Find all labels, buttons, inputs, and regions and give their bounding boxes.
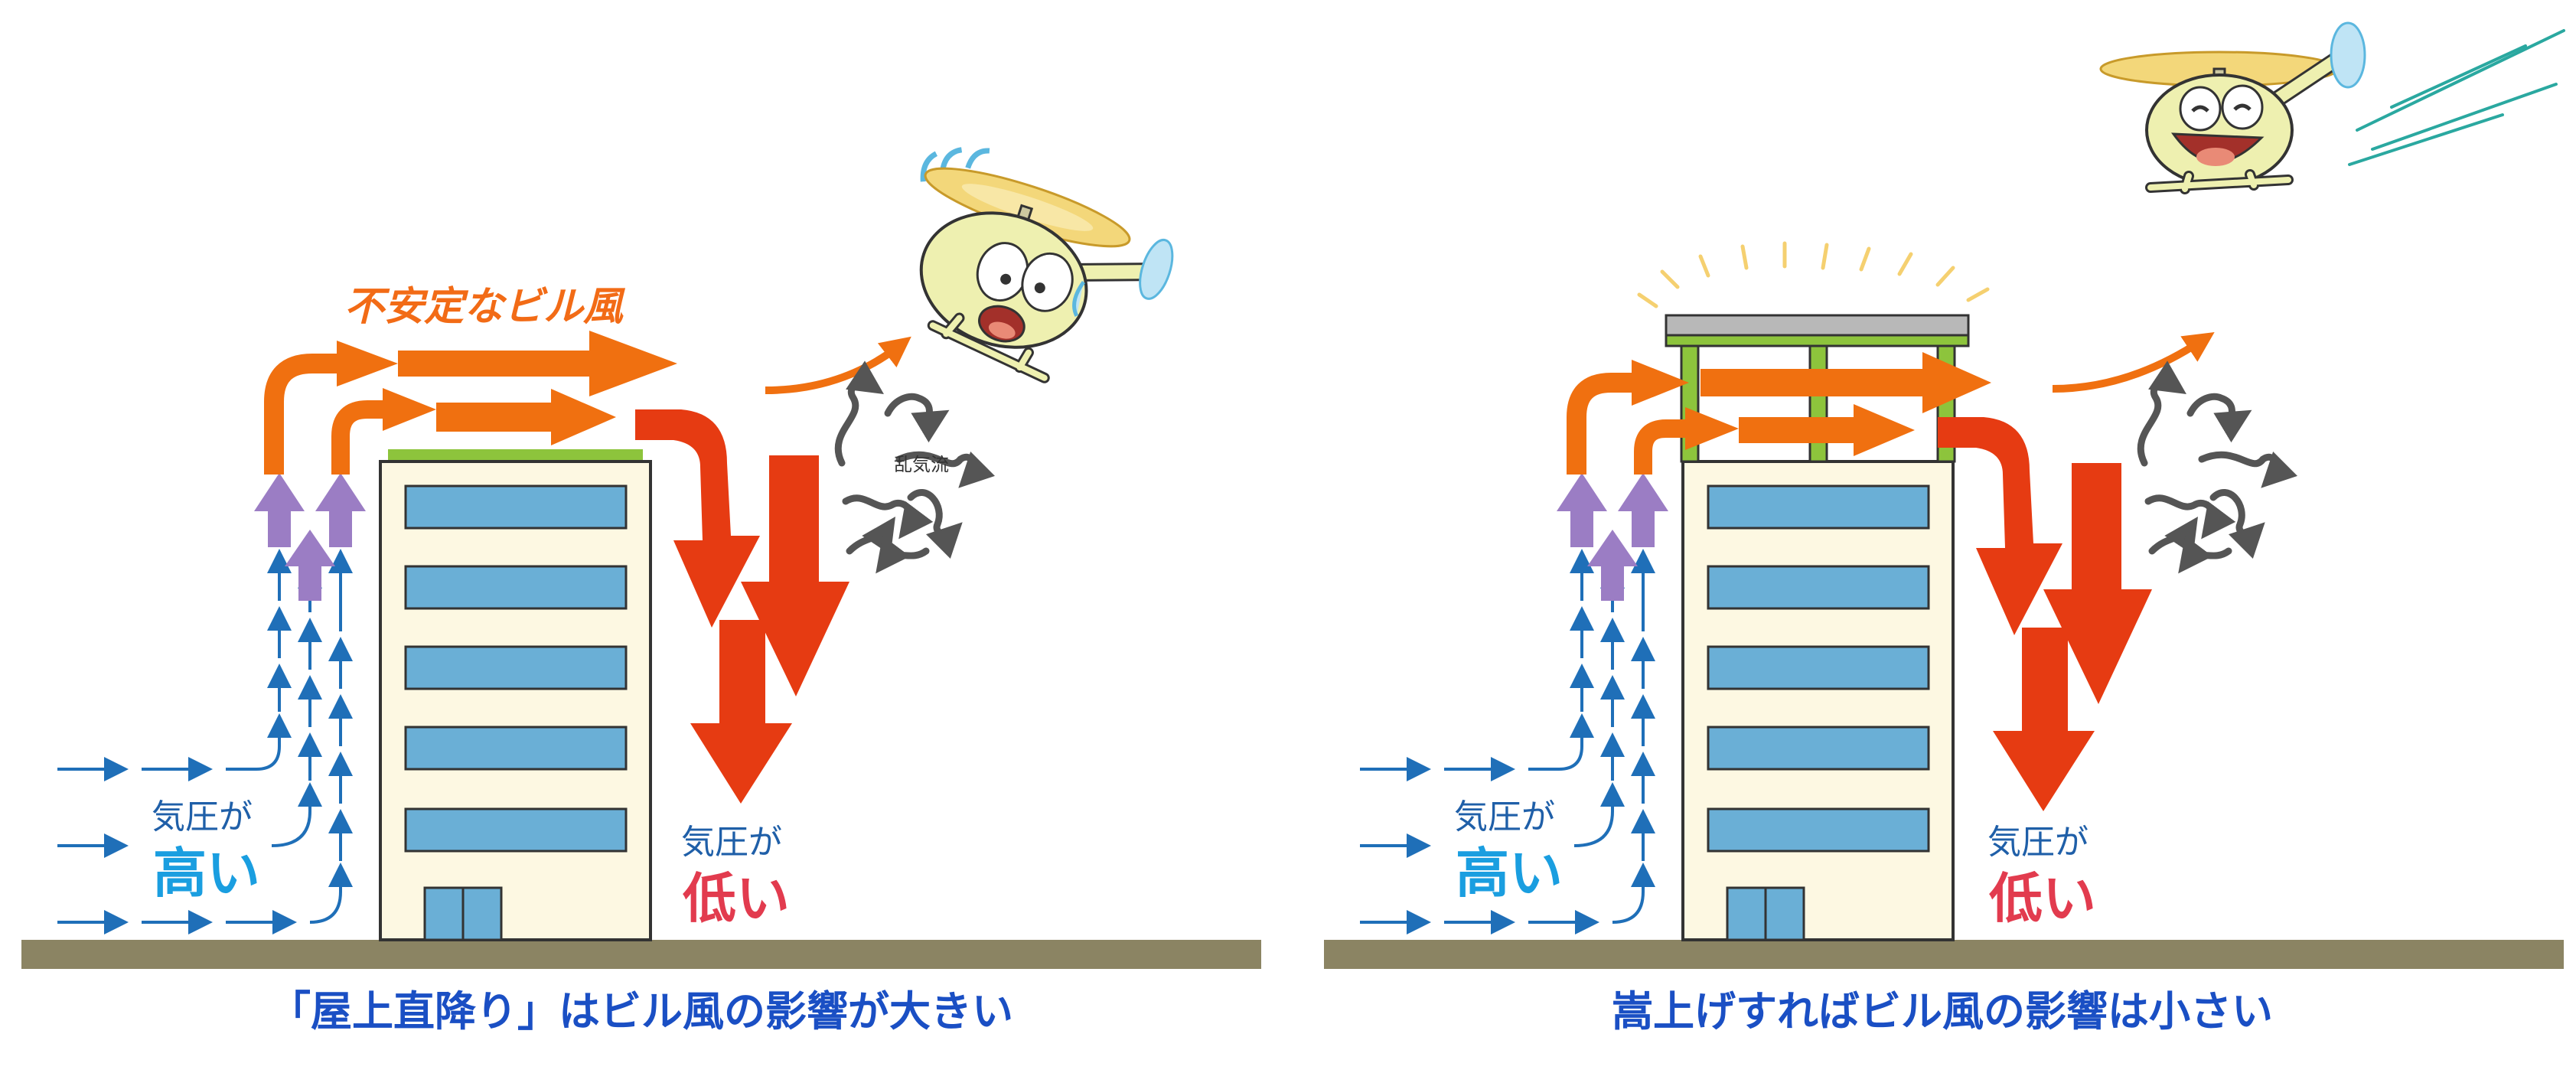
left-panel: 不安定なビル風 乱気流 気圧が 高い 気圧が 低い	[21, 147, 1261, 1035]
helicopter-character-icon	[919, 147, 1174, 383]
building-left	[379, 460, 652, 941]
orange-wind-arrows-left	[264, 331, 911, 475]
high-pressure-small-right: 気圧が	[1454, 797, 1555, 837]
caption-right: 嵩上げすればビル風の影響は小さい	[1612, 987, 2273, 1035]
high-pressure-big-left: 高い	[153, 842, 260, 905]
low-pressure-small-left: 気圧が	[681, 823, 782, 862]
downdraft-arrows-left	[635, 409, 849, 804]
building-right	[1681, 460, 1955, 941]
turbulence-label-left: 乱気流	[894, 454, 949, 475]
caption-left: 「屋上直降り」はビル風の影響が大きい	[269, 987, 1013, 1035]
low-pressure-big-left: 低い	[683, 867, 790, 930]
ground-right	[1324, 940, 2564, 969]
orange-wind-arrows-right	[1567, 331, 2215, 475]
low-pressure-big-right: 低い	[1989, 867, 2096, 930]
wind-title-left: 不安定なビル風	[344, 284, 626, 330]
high-pressure-small-left: 気圧が	[152, 797, 253, 837]
right-panel: 気圧が 高い 気圧が 低い	[1324, 21, 2565, 1035]
turbulence-swirls-right	[2141, 383, 2276, 563]
ground-left	[21, 940, 1261, 969]
helicopter-character-icon	[2099, 21, 2565, 194]
low-pressure-small-right: 気圧が	[1987, 823, 2089, 862]
high-pressure-big-right: 高い	[1456, 842, 1563, 905]
rooftop-green-left	[388, 449, 643, 460]
downdraft-arrows-right	[1938, 417, 2152, 811]
